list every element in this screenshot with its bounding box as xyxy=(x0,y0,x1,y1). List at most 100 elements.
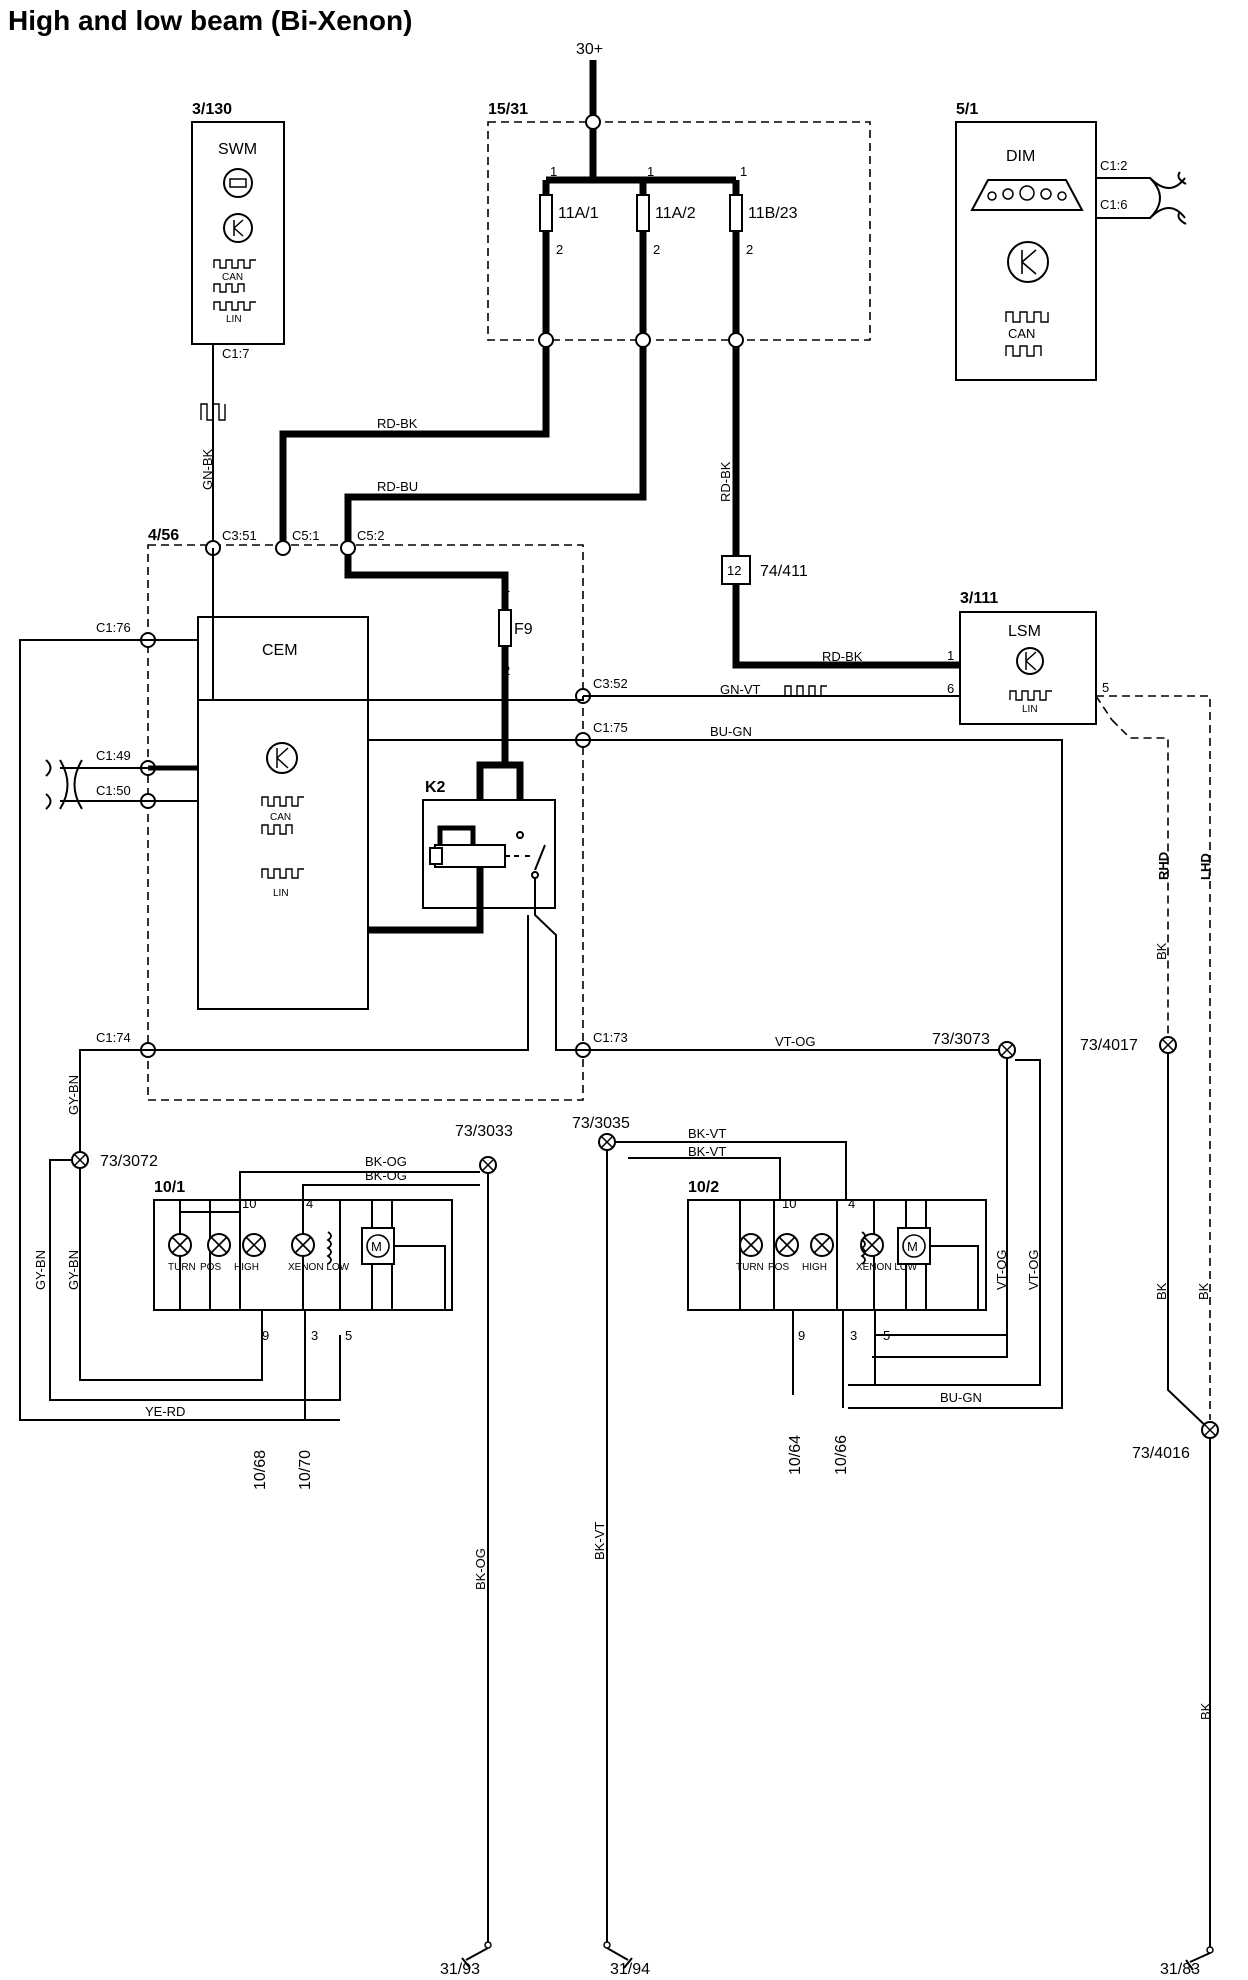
svg-text:XENON LOW: XENON LOW xyxy=(856,1262,918,1273)
svg-text:M: M xyxy=(907,1239,918,1254)
svg-text:CAN: CAN xyxy=(270,812,291,823)
svg-text:1: 1 xyxy=(503,580,510,595)
splice-73-4017: 73/4017 xyxy=(1080,1036,1177,1054)
lamp-icon xyxy=(739,1233,884,1257)
wire-rhd xyxy=(1111,719,1169,1045)
cem-name: CEM xyxy=(262,642,298,659)
swm-module: 3/130 SWM CAN LIN C1:7 xyxy=(191,101,285,361)
svg-text:XENON LOW: XENON LOW xyxy=(288,1262,350,1273)
svg-text:C3:52: C3:52 xyxy=(593,676,628,691)
can-signal-icon xyxy=(213,259,256,269)
ref-10-70: 10/70 xyxy=(297,1450,314,1490)
svg-text:CAN: CAN xyxy=(222,272,243,283)
label-bk-og-1: BK-OG xyxy=(365,1154,407,1169)
can-signal-icon xyxy=(1005,311,1049,323)
label-bk-og-2: BK-OG xyxy=(365,1168,407,1183)
svg-text:2: 2 xyxy=(746,242,753,257)
svg-text:1: 1 xyxy=(947,648,954,663)
headlamp-right: 10/2 TURN POS HIGH XENON LOW M 10 4 9 3 … xyxy=(687,1179,987,1343)
label-vt-og-3: VT-OG xyxy=(1026,1250,1041,1290)
svg-text:11A/2: 11A/2 xyxy=(655,205,696,222)
svg-text:73/3035: 73/3035 xyxy=(572,1115,630,1132)
svg-text:31/93: 31/93 xyxy=(440,1961,480,1978)
svg-text:5: 5 xyxy=(1102,680,1109,695)
label-bk-2: BK xyxy=(1154,1282,1169,1300)
svg-text:C1:74: C1:74 xyxy=(96,1030,131,1045)
label-bk-1: BK xyxy=(1154,942,1169,960)
svg-text:9: 9 xyxy=(798,1328,805,1343)
swm-name: SWM xyxy=(218,141,257,158)
svg-text:LIN: LIN xyxy=(273,888,289,899)
fuse-out-node-2 xyxy=(635,332,651,348)
svg-text:1: 1 xyxy=(647,164,654,179)
dim-name: DIM xyxy=(1006,148,1035,165)
svg-text:TURN: TURN xyxy=(736,1262,764,1273)
label-ye-rd: YE-RD xyxy=(145,1404,185,1419)
display-icon xyxy=(970,179,1084,211)
svg-text:1: 1 xyxy=(740,164,747,179)
headlamp-left: 10/1 TURN POS HIGH XENON LOW M 10 4 9 3 … xyxy=(153,1179,453,1343)
svg-text:5: 5 xyxy=(345,1328,352,1343)
svg-text:HIGH: HIGH xyxy=(802,1262,827,1273)
ref-10-64: 10/64 xyxy=(787,1435,804,1475)
svg-text:LIN: LIN xyxy=(226,314,242,325)
lin-signal-icon xyxy=(213,301,256,311)
svg-text:C1:75: C1:75 xyxy=(593,720,628,735)
svg-text:10: 10 xyxy=(242,1196,256,1211)
wire-rd-bk-lsm xyxy=(732,231,960,669)
diagram-title: High and low beam (Bi-Xenon) xyxy=(8,5,412,36)
svg-text:C1:76: C1:76 xyxy=(96,620,131,635)
svg-text:31/94: 31/94 xyxy=(610,1961,650,1978)
label-gy-bn-2: GY-BN xyxy=(33,1250,48,1290)
svg-text:HIGH: HIGH xyxy=(234,1262,259,1273)
coil-icon xyxy=(860,1231,866,1265)
label-bk-4: BK xyxy=(1198,1702,1213,1720)
label-rd-bk-3: RD-BK xyxy=(822,649,863,664)
fuse-out-node-1 xyxy=(538,332,554,348)
label-gn-bk: GN-BK xyxy=(200,449,215,491)
power-label: 30+ xyxy=(576,41,603,58)
svg-text:73/3073: 73/3073 xyxy=(932,1031,990,1048)
label-bu-gn-2: BU-GN xyxy=(940,1390,982,1405)
label-gn-vt: GN-VT xyxy=(720,682,761,697)
svg-text:C5:2: C5:2 xyxy=(357,528,384,543)
label-rhd: RHD xyxy=(1156,852,1171,880)
svg-text:1: 1 xyxy=(550,164,557,179)
svg-text:2: 2 xyxy=(556,242,563,257)
svg-text:2: 2 xyxy=(653,242,660,257)
label-bu-gn-1: BU-GN xyxy=(710,724,752,739)
svg-text:4: 4 xyxy=(848,1196,855,1211)
coil-icon xyxy=(326,1231,332,1265)
svg-text:73/4017: 73/4017 xyxy=(1080,1037,1138,1054)
dim-module: 5/1 DIM CAN C1:2 C1:6 xyxy=(955,101,1127,381)
svg-text:73/4016: 73/4016 xyxy=(1132,1445,1190,1462)
can-signal-icon xyxy=(261,796,304,807)
transistor-icon xyxy=(266,742,298,774)
wire-ye-rd xyxy=(19,639,340,1421)
lin-signal-icon xyxy=(1009,690,1052,701)
label-lhd: LHD xyxy=(1198,853,1213,880)
fuse-11b23: 11B/23 1 2 xyxy=(729,164,798,257)
supply-node xyxy=(585,114,601,130)
svg-text:POS: POS xyxy=(768,1262,789,1273)
splice-73-3035: 73/3035 xyxy=(572,1115,630,1151)
svg-text:C1:73: C1:73 xyxy=(593,1030,628,1045)
label-rd-bk-2: RD-BK xyxy=(718,461,733,502)
ref-10-66: 10/66 xyxy=(833,1435,850,1475)
svg-text:6: 6 xyxy=(947,681,954,696)
ground-31-83: 31/83 xyxy=(1160,1946,1214,1978)
svg-text:12: 12 xyxy=(727,563,741,578)
transistor-icon xyxy=(223,213,253,243)
svg-text:9: 9 xyxy=(262,1328,269,1343)
label-gy-bn-3: GY-BN xyxy=(66,1250,81,1290)
svg-text:C1:49: C1:49 xyxy=(96,748,131,763)
fuse-11a2: 11A/2 1 2 xyxy=(636,164,696,257)
svg-text:C1:6: C1:6 xyxy=(1100,197,1127,212)
svg-text:11B/23: 11B/23 xyxy=(748,205,798,222)
wire-bu-gn xyxy=(368,739,1063,1409)
label-gy-bn-1: GY-BN xyxy=(66,1075,81,1115)
fuse-11a1: 11A/1 1 2 xyxy=(539,164,599,257)
svg-text:3: 3 xyxy=(850,1328,857,1343)
svg-text:3/111: 3/111 xyxy=(960,590,998,607)
svg-text:4: 4 xyxy=(306,1196,313,1211)
